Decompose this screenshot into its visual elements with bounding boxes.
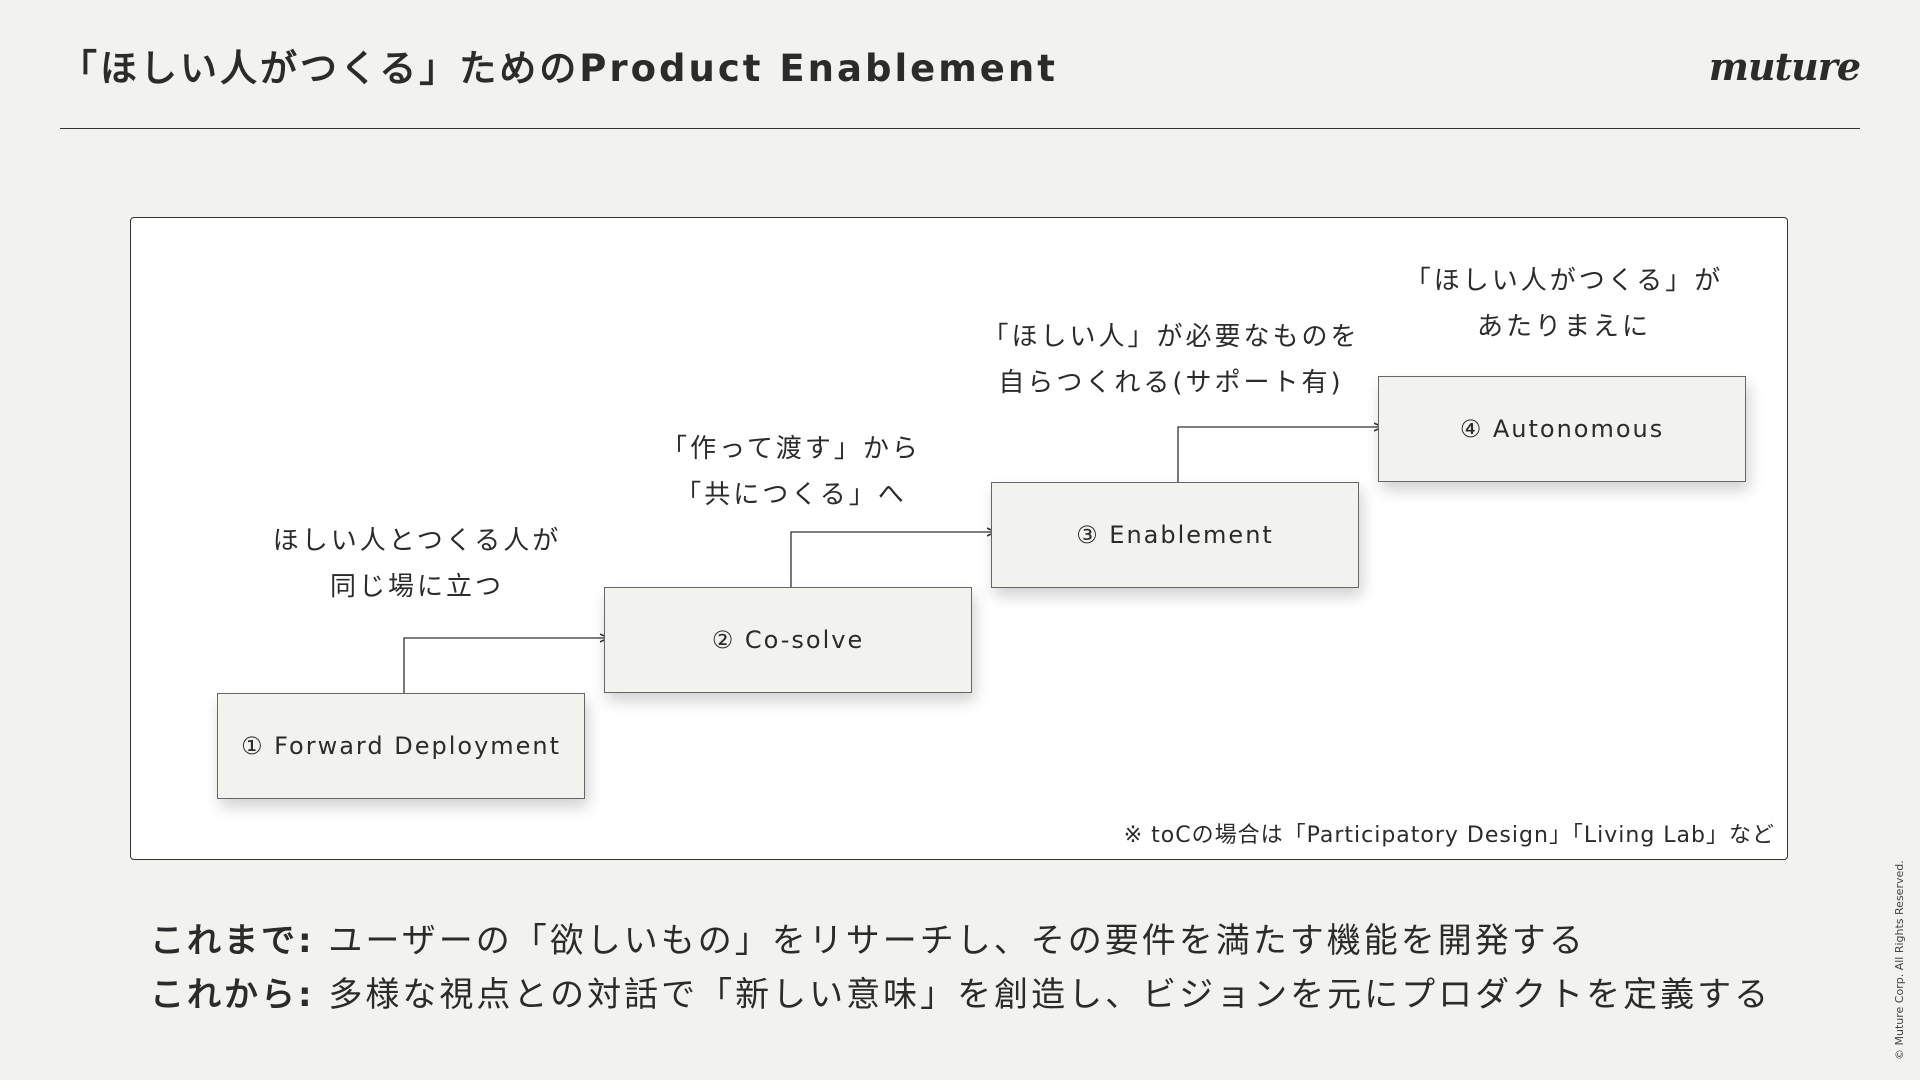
summary-block: これまで: ユーザーの「欲しいもの」をリサーチし、その要件を満たす機能を開発する… [150, 914, 1771, 1022]
step-3-enablement: ③ Enablement [991, 482, 1359, 588]
summary-after-text: 多様な視点との対話で「新しい意味」を創造し、ビジョンを元にプロダクトを定義する [314, 975, 1772, 1015]
summary-before: これまで: ユーザーの「欲しいもの」をリサーチし、その要件を満たす機能を開発する [150, 914, 1771, 968]
connector-arrow-2 [790, 532, 996, 587]
step-connectors [403, 218, 1787, 693]
step-1-forward-deployment: ① Forward Deployment [217, 693, 585, 799]
step-2-co-solve: ② Co-solve [604, 587, 972, 693]
summary-after-label: これから: [150, 975, 315, 1015]
summary-before-label: これまで: [150, 921, 315, 961]
brand-logo: muture [1708, 44, 1861, 89]
page-title: 「ほしい人がつくる」ためのProduct Enablement [60, 47, 1058, 90]
step-2-caption: 「作って渡す」から 「共につくる」へ [661, 434, 921, 510]
connector-arrow-1 [403, 638, 609, 693]
header-divider [60, 128, 1860, 129]
diagram-panel: ほしい人とつくる人が 同じ場に立つ ① Forward Deployment 「… [130, 217, 1788, 860]
step-4-caption: 「ほしい人がつくる」が あたりまえに [1404, 266, 1724, 342]
step-1-caption: ほしい人とつくる人が 同じ場に立つ [272, 526, 562, 602]
connector-arrow-3 [1177, 427, 1383, 482]
summary-before-text: ユーザーの「欲しいもの」をリサーチし、その要件を満たす機能を開発する [314, 921, 1586, 961]
footnote: ※ toCの場合は「Participatory Design」「Living L… [1123, 823, 1775, 848]
copyright-notice: © Muture Corp. All Rights Reserved. [1893, 860, 1906, 1060]
step-3-caption: 「ほしい人」が必要なものを 自らつくれる(サポート有) [982, 322, 1360, 398]
summary-after: これから: 多様な視点との対話で「新しい意味」を創造し、ビジョンを元にプロダクト… [150, 968, 1771, 1022]
step-4-autonomous: ④ Autonomous [1378, 376, 1746, 482]
